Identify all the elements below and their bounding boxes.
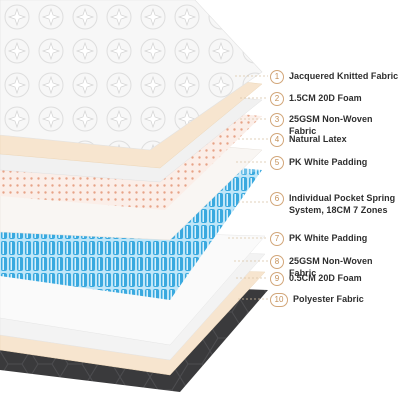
layer-label-text: 25GSM Non-Woven Fabric (289, 114, 373, 136)
layer-number-badge: 7 (270, 232, 284, 246)
layer-label-2: 2 1.5CM 20D Foam (270, 92, 362, 106)
layer-number-badge: 2 (270, 92, 284, 106)
layer-label-10: 10 Polyester Fabric (270, 293, 364, 307)
layer-label-text: Individual Pocket Spring System, 18CM 7 … (289, 193, 396, 215)
layer-label-text: 25GSM Non-Woven Fabric (289, 256, 373, 278)
layer-number-badge: 5 (270, 156, 284, 170)
layer-label-6: 6 Individual Pocket Spring System, 18CM … (270, 192, 395, 216)
layer-label-5: 5 PK White Padding (270, 156, 367, 170)
layer-label-1: 1 Jacquered Knitted Fabric (270, 70, 398, 84)
layer-label-9: 9 0.5CM 20D Foam (270, 272, 362, 286)
layer-number-badge: 6 (270, 192, 284, 206)
layer-label-text: 1.5CM 20D Foam (289, 93, 362, 103)
layer-label-text: Natural Latex (289, 134, 347, 144)
layer-number-badge: 3 (270, 113, 284, 127)
layer-number-badge: 10 (270, 293, 288, 307)
layer-number-badge: 4 (270, 133, 284, 147)
layer-label-text: PK White Padding (289, 157, 368, 167)
layer-number-badge: 9 (270, 272, 284, 286)
layer-label-4: 4 Natural Latex (270, 133, 347, 147)
layer-label-7: 7 PK White Padding (270, 232, 367, 246)
layer-jacquard-fabric (0, 0, 263, 151)
layer-label-text: Polyester Fabric (293, 294, 364, 304)
layer-label-3: 3 25GSM Non-Woven Fabric (270, 113, 400, 137)
layer-label-8: 8 25GSM Non-Woven Fabric (270, 255, 400, 279)
layer-label-text: PK White Padding (289, 233, 368, 243)
layer-number-badge: 8 (270, 255, 284, 269)
layer-number-badge: 1 (270, 70, 284, 84)
layer-label-text: 0.5CM 20D Foam (289, 273, 362, 283)
layer-label-text: Jacquered Knitted Fabric (289, 71, 399, 81)
